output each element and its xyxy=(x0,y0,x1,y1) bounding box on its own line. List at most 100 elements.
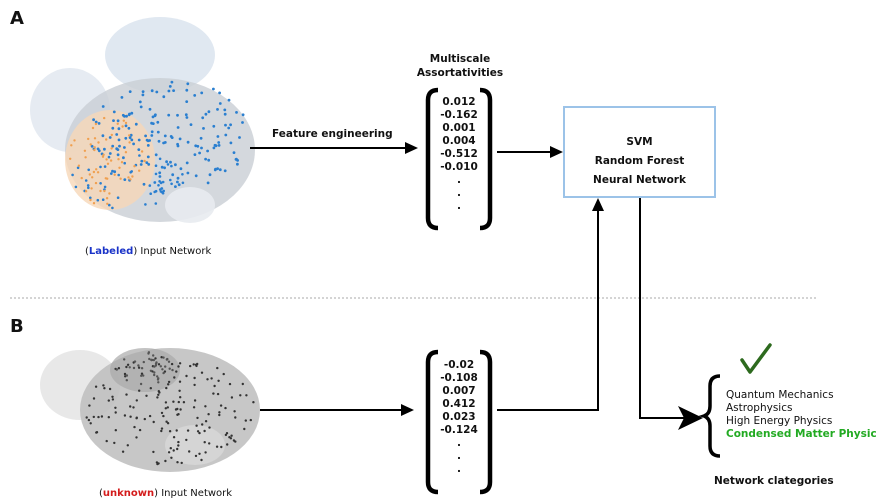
network-node xyxy=(235,111,238,114)
vector-a-brackets xyxy=(425,87,493,231)
network-node xyxy=(243,427,246,431)
network-node xyxy=(168,85,172,88)
network-node xyxy=(178,389,181,392)
network-node xyxy=(138,389,141,392)
network-node xyxy=(129,133,133,137)
network-node xyxy=(89,196,92,200)
network-node xyxy=(89,198,92,202)
network-node xyxy=(91,126,95,130)
network-node xyxy=(239,394,242,397)
network-node xyxy=(69,157,72,160)
model-neural-network: Neural Network xyxy=(593,174,686,186)
network-node xyxy=(224,433,228,437)
network-node xyxy=(217,379,220,382)
network-node xyxy=(229,141,233,145)
network-node xyxy=(212,124,216,128)
network-node xyxy=(126,363,130,366)
network-node xyxy=(97,141,100,144)
network-node xyxy=(92,118,95,122)
network-node xyxy=(94,120,98,124)
vector-b-value: . xyxy=(457,450,461,462)
network-node xyxy=(130,170,133,173)
categories-brace xyxy=(698,374,721,458)
network-node xyxy=(101,155,105,158)
network-node xyxy=(135,399,138,402)
network-node xyxy=(116,196,120,199)
network-node xyxy=(126,444,129,447)
network-node xyxy=(131,175,134,178)
network-node xyxy=(146,139,150,143)
network-node xyxy=(207,110,211,114)
network-node xyxy=(206,149,210,153)
network-node xyxy=(229,437,233,440)
network-node xyxy=(161,368,164,371)
network-node xyxy=(86,184,90,187)
network-node xyxy=(186,140,190,144)
network-node xyxy=(217,144,221,147)
network-node xyxy=(87,168,90,172)
network-node xyxy=(93,137,97,140)
network-node xyxy=(124,151,128,154)
network-node xyxy=(201,423,204,426)
vector-a-value: 0.004 xyxy=(442,135,476,147)
category-item-highlighted: Condensed Matter Physics xyxy=(726,428,876,440)
network-node xyxy=(122,156,125,160)
network-node xyxy=(150,89,154,93)
network-node xyxy=(114,429,118,432)
network-node xyxy=(149,192,152,195)
network-node xyxy=(84,156,87,159)
network-node xyxy=(165,386,168,390)
network-node xyxy=(101,105,105,108)
network-node xyxy=(179,408,182,411)
network-node xyxy=(132,142,136,146)
network-node xyxy=(97,149,101,153)
network-node xyxy=(129,405,132,408)
network-node xyxy=(198,452,201,455)
network-node xyxy=(92,202,96,205)
vector-a-value: . xyxy=(457,200,461,212)
vector-a-value: 0.001 xyxy=(442,122,476,134)
network-node xyxy=(200,146,203,150)
network-node xyxy=(74,185,78,189)
network-node xyxy=(156,130,160,134)
network-node xyxy=(125,374,129,377)
network-node xyxy=(92,397,96,400)
network-node xyxy=(167,89,171,93)
network-node xyxy=(141,93,145,97)
vector-a-value: -0.162 xyxy=(440,109,478,121)
network-node xyxy=(91,176,94,179)
network-node xyxy=(168,367,171,370)
vector-title-line1: Multiscale xyxy=(429,53,491,65)
network-node xyxy=(199,136,203,140)
network-node xyxy=(233,410,236,413)
network-node xyxy=(212,392,215,395)
network-node xyxy=(160,356,163,359)
labeled-network-caption: (Labeled) Input Network xyxy=(85,246,212,257)
network-node xyxy=(116,122,119,126)
network-node xyxy=(117,127,121,131)
network-node xyxy=(77,164,81,167)
network-node xyxy=(223,112,227,116)
network-node xyxy=(224,123,227,127)
network-node xyxy=(138,154,141,157)
network-node xyxy=(208,426,211,429)
network-node xyxy=(153,181,157,184)
network-node xyxy=(172,400,175,403)
vector-b-value: -0.124 xyxy=(440,424,478,436)
network-node xyxy=(198,431,201,435)
unknown-highlight: unknown xyxy=(102,488,155,499)
network-node xyxy=(148,414,152,418)
network-node xyxy=(222,372,225,376)
network-node xyxy=(146,144,150,147)
model-random-forest: Random Forest xyxy=(594,155,685,167)
network-node xyxy=(200,458,203,462)
category-list: Quantum Mechanics Astrophysics High Ener… xyxy=(726,389,876,441)
network-node xyxy=(158,171,162,175)
network-node xyxy=(138,169,141,172)
network-node xyxy=(179,396,182,399)
network-node xyxy=(73,139,76,142)
network-node xyxy=(166,163,170,166)
network-node xyxy=(111,126,115,130)
vector-b-value: 0.412 xyxy=(442,398,476,410)
network-node xyxy=(88,404,91,407)
